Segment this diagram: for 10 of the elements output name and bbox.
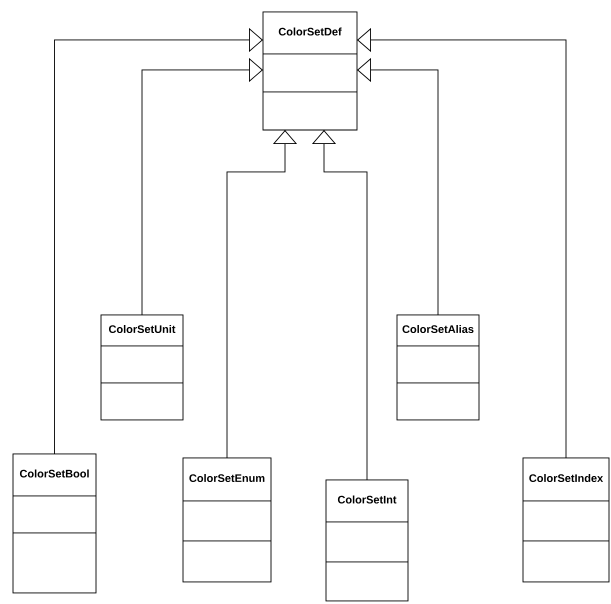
generalization-arrow [142, 58, 263, 316]
generalization-arrow [312, 130, 368, 480]
class-box: ColorSetBool [12, 454, 96, 594]
class-box: ColorSetAlias [396, 314, 480, 420]
class-box: ColorSetIndex [522, 458, 610, 582]
class-box: ColorSetInt [326, 480, 408, 602]
generalization-arrow [54, 28, 263, 454]
class-box: ColorSetEnum [182, 458, 272, 582]
class-box: ColorSetDef [262, 12, 358, 130]
class-box: ColorSetUnit [100, 314, 184, 420]
